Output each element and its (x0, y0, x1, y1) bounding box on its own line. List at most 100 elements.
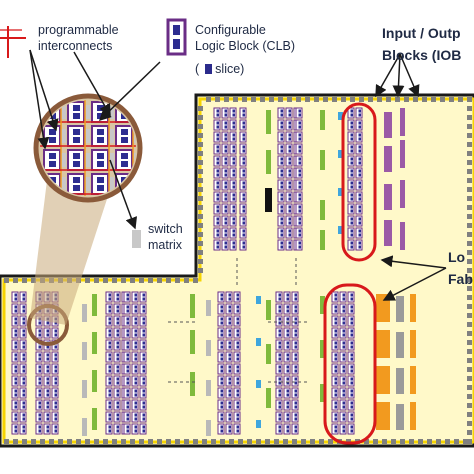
routing-bar (320, 384, 325, 402)
routing-bar (338, 112, 343, 120)
clb (11, 291, 19, 303)
iob-pad (198, 106, 203, 111)
clb (277, 167, 285, 179)
clb (339, 303, 347, 315)
zoom-slice (73, 161, 80, 167)
iob-pad (242, 97, 247, 102)
clb (43, 351, 51, 363)
iob-pad-ring (4, 97, 472, 444)
clb (347, 119, 355, 131)
iob-pad (112, 278, 117, 283)
clb (295, 239, 303, 251)
clb (239, 155, 247, 167)
clb (291, 399, 299, 411)
iob-block (376, 330, 390, 358)
clb (217, 411, 225, 423)
iob-pad (148, 439, 153, 444)
iob-pad (22, 278, 27, 283)
clb (221, 227, 229, 239)
clb (123, 387, 131, 399)
clb (239, 203, 247, 215)
iob-pad (467, 268, 472, 273)
clb (213, 155, 221, 167)
clb (283, 303, 291, 315)
switch-line-1: switch (148, 222, 183, 236)
io-line-2: Blocks (IOB (382, 47, 462, 63)
iob-pad (467, 151, 472, 156)
iob-pad (157, 278, 162, 283)
clb (113, 363, 121, 375)
clb (295, 215, 303, 227)
clb (43, 387, 51, 399)
clb (19, 303, 27, 315)
clb (229, 119, 237, 131)
clb (347, 167, 355, 179)
iob-pad (85, 278, 90, 283)
clb (19, 351, 27, 363)
clb (35, 399, 43, 411)
clb (35, 327, 43, 339)
zoom-slice (49, 129, 56, 135)
routing-bar (206, 340, 211, 356)
zoom-slice (97, 105, 104, 111)
routing-bar (320, 200, 325, 220)
iob-pad (467, 403, 472, 408)
clb (277, 155, 285, 167)
iob-pad (229, 439, 234, 444)
iob-pad (233, 97, 238, 102)
iob-pad (323, 97, 328, 102)
clb (123, 423, 131, 435)
clb (217, 327, 225, 339)
iob-pad (206, 97, 211, 102)
iob-pad (198, 178, 203, 183)
lf-line-2: Fab (448, 271, 473, 287)
zoom-slice (121, 161, 128, 167)
zoom-slice (73, 153, 80, 159)
routing-accents (82, 110, 343, 436)
routing-bar (320, 230, 325, 250)
clb (105, 363, 113, 375)
iob-pad (198, 133, 203, 138)
clb (11, 363, 19, 375)
clb (221, 107, 229, 119)
iob-pad (467, 430, 472, 435)
clb (283, 375, 291, 387)
clb (295, 107, 303, 119)
clb (285, 203, 293, 215)
clb (277, 191, 285, 203)
routing-bar (266, 110, 271, 134)
clb (239, 215, 247, 227)
clb (277, 119, 285, 131)
iob-pad (373, 439, 378, 444)
clb-array (11, 107, 363, 435)
clb (217, 351, 225, 363)
clb (35, 411, 43, 423)
iob-pad (198, 232, 203, 237)
clb (283, 327, 291, 339)
clb (277, 227, 285, 239)
clb (225, 363, 233, 375)
clb (291, 303, 299, 315)
clb (283, 363, 291, 375)
clb (123, 303, 131, 315)
iob-pad (310, 439, 315, 444)
iob-pad (112, 439, 117, 444)
clb (291, 363, 299, 375)
iob-pad (305, 97, 310, 102)
iob-pad (58, 439, 63, 444)
clb (347, 291, 355, 303)
clb (113, 339, 121, 351)
clb (347, 411, 355, 423)
clb (229, 191, 237, 203)
routing-bar (82, 418, 87, 436)
iob-pad (198, 196, 203, 201)
clb (221, 131, 229, 143)
zoom-slice (73, 185, 80, 191)
clb (131, 327, 139, 339)
zoom-slice (49, 137, 56, 143)
clb (239, 119, 247, 131)
iob-pad (198, 124, 203, 129)
clb (11, 399, 19, 411)
clb (131, 291, 139, 303)
clb (221, 203, 229, 215)
